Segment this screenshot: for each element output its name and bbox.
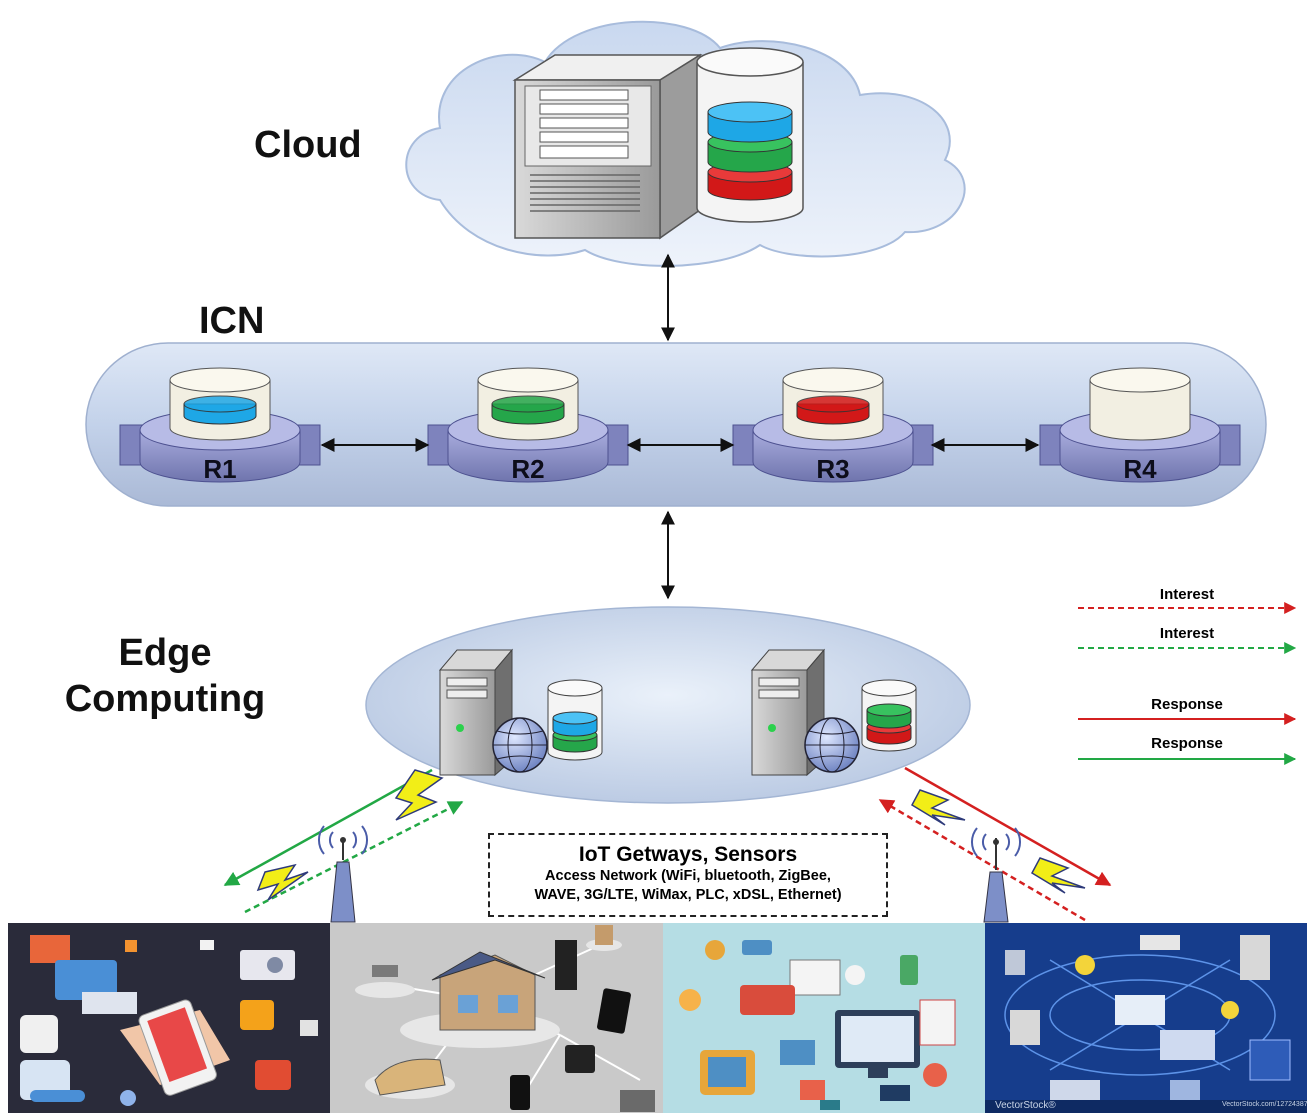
left-antenna-tower-icon	[317, 825, 369, 923]
edge-server-1-globe-icon	[492, 717, 548, 773]
gateway-access-line1: Access Network (WiFi, bluetooth, ZigBee,	[545, 868, 831, 884]
iot-blue-isometric-panel-image	[985, 923, 1307, 1113]
legend-label-interest-red: Interest	[1159, 586, 1215, 603]
cloud-server-icon	[512, 53, 703, 240]
right-antenna-tower-icon	[970, 827, 1022, 923]
router-r4-label: R4	[1123, 454, 1157, 484]
legend-label-interest-green: Interest	[1159, 625, 1215, 642]
iot-devices-dark-panel-image	[8, 923, 330, 1113]
cloud-layer-label: Cloud	[254, 124, 362, 166]
router-r2-icon: R2	[427, 367, 629, 484]
router-r3-icon: R3	[732, 367, 934, 484]
icn-layer-label: ICN	[199, 300, 265, 342]
cloud-storage-cylinder-icon	[696, 47, 804, 223]
right-wireless-bolt-icon-2	[1031, 857, 1086, 894]
right-response-red-arrow	[904, 766, 1112, 887]
smart-home-network-panel-image	[330, 923, 663, 1113]
edge-label-line2: Computing	[64, 678, 266, 720]
gateway-access-line2: WAVE, 3G/LTE, WiMax, PLC, xDSL, Ethernet…	[534, 887, 842, 903]
router-r2-label: R2	[511, 454, 544, 484]
router-r4-icon: R4	[1039, 367, 1241, 484]
left-response-green-arrow	[223, 768, 433, 887]
left-wireless-bolt-icon-2	[256, 863, 309, 901]
left-interest-green-arrow	[244, 800, 464, 914]
edge-computing-layer-label: Edge Computing	[40, 630, 290, 722]
router-r3-label: R3	[816, 454, 849, 484]
vectorstock-brand-watermark: VectorStock®	[995, 1100, 1056, 1111]
tech-icons-teal-panel-image	[663, 923, 985, 1113]
edge-server-2-globe-icon	[804, 717, 860, 773]
legend-label-response-green: Response	[1151, 735, 1223, 752]
gateway-title: IoT Getways, Sensors	[578, 843, 798, 866]
vectorstock-url-watermark: VectorStock.com/12724387	[1222, 1101, 1308, 1108]
edge-storage-1-cylinder-icon	[547, 679, 603, 761]
icn-network-band	[85, 342, 1267, 507]
right-interest-red-arrow	[878, 798, 1086, 922]
edge-label-line1: Edge	[118, 632, 212, 674]
router-r1-label: R1	[203, 454, 236, 484]
legend-label-response-red: Response	[1151, 696, 1223, 713]
left-wireless-bolt-icon-1	[394, 769, 444, 821]
iot-gateway-info-box: IoT Getways, Sensors Access Network (WiF…	[488, 833, 888, 917]
right-wireless-bolt-icon-1	[911, 789, 966, 826]
router-r1-icon: R1	[119, 367, 321, 484]
edge-server-1-icon	[438, 648, 514, 777]
edge-storage-2-cylinder-icon	[861, 679, 917, 752]
